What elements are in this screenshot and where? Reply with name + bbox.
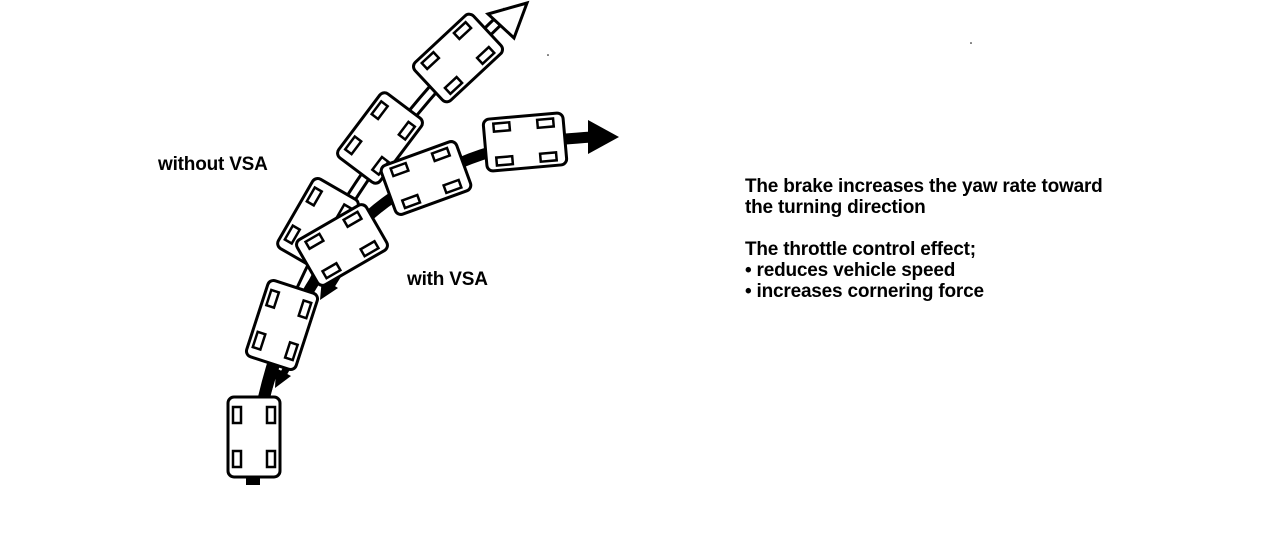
throttle-note-item-1: • reduces vehicle speed	[745, 260, 956, 281]
spacer	[745, 218, 1103, 239]
car-without-vsa-2	[243, 277, 321, 373]
without-vsa-arrowhead	[485, 0, 530, 41]
speck	[547, 54, 549, 56]
with-vsa-label: with VSA	[407, 269, 488, 290]
brake-note-line-1: The brake increases the yaw rate toward	[745, 176, 1103, 197]
speck	[970, 42, 972, 44]
explanation-text: The brake increases the yaw rate toward …	[745, 176, 1103, 302]
without-vsa-label: without VSA	[158, 154, 268, 175]
car-with-vsa-3	[481, 111, 569, 173]
car-start	[226, 395, 282, 479]
with-vsa-arrowhead	[588, 120, 619, 154]
throttle-note-item-2: • increases cornering force	[745, 281, 984, 302]
throttle-note-heading: The throttle control effect;	[745, 239, 976, 260]
brake-note-line-2: the turning direction	[745, 197, 926, 218]
